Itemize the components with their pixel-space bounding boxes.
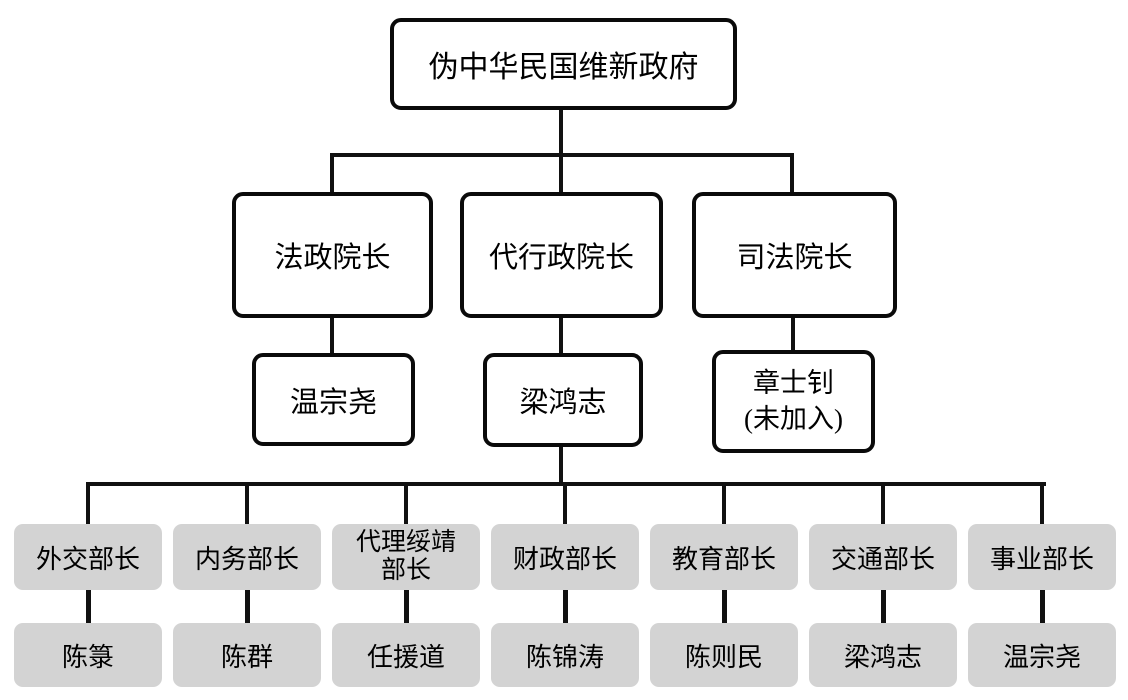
node-label: 法政院长 (274, 242, 391, 274)
node-label: 内务部长 (194, 544, 299, 574)
node-label: 陈群 (220, 642, 273, 672)
node-reformed-government: 伪中华民国维新政府 (390, 18, 737, 110)
node-label: 章士钊 (753, 368, 834, 399)
node-foreign-affairs-minister: 外交部长 (14, 524, 162, 590)
connector-legislative-holder (330, 318, 334, 353)
node-label: 司法院长 (736, 242, 853, 274)
node-education-minister: 教育部长 (650, 524, 798, 590)
connector-minister-3-holder (404, 589, 409, 625)
node-acting-executive-yuan-president: 代行政院长 (460, 192, 663, 318)
node-liang-hongzhi: 梁鸿志 (483, 353, 643, 447)
node-label: 代理绥靖部长 (355, 529, 456, 584)
node-label: 梁鸿志 (843, 642, 922, 672)
node-wen-zongyao: 温宗尧 (252, 353, 415, 446)
node-finance-minister: 财政部长 (491, 524, 639, 590)
node-chen-lu: 陈箓 (14, 623, 162, 687)
connector-executive-down (559, 446, 563, 484)
connector-drop-ministry-4 (563, 482, 567, 526)
node-label: 陈则民 (684, 642, 763, 672)
node-label: 温宗尧 (1002, 642, 1081, 672)
node-chen-jintao: 陈锦涛 (491, 623, 639, 687)
node-acting-pacification-minister: 代理绥靖部长 (332, 524, 480, 590)
connector-executive-holder (559, 318, 563, 353)
node-label: 事业部长 (989, 544, 1094, 574)
connector-minister-2-holder (245, 589, 250, 625)
connector-to-legislative (330, 153, 334, 192)
connector-drop-ministry-1 (86, 482, 90, 526)
node-transport-minister: 交通部长 (809, 524, 957, 590)
node-label: 财政部长 (512, 544, 617, 574)
node-label: 陈锦涛 (525, 642, 604, 672)
node-label: 梁鸿志 (519, 387, 607, 419)
connector-to-judicial (790, 153, 794, 192)
connector-drop-ministry-5 (722, 482, 726, 526)
node-judicial-yuan-president: 司法院长 (692, 192, 897, 318)
node-chen-qun: 陈群 (173, 623, 321, 687)
node-label: 教育部长 (671, 544, 776, 574)
connector-drop-ministry-2 (245, 482, 249, 526)
node-industry-minister: 事业部长 (968, 524, 1116, 590)
node-label: 任援道 (366, 642, 445, 672)
node-note: (未加入) (744, 403, 843, 434)
connector-minister-5-holder (722, 589, 727, 625)
node-label: 代行政院长 (488, 242, 634, 274)
node-label: 陈箓 (61, 642, 114, 672)
connector-root-down (559, 110, 563, 155)
node-legislative-yuan-president: 法政院长 (232, 192, 433, 318)
node-interior-minister: 内务部长 (173, 524, 321, 590)
connector-minister-6-holder (881, 589, 886, 625)
node-label: 外交部长 (35, 544, 140, 574)
node-wen-zongyao-industry: 温宗尧 (968, 623, 1116, 687)
node-ren-yuandao: 任援道 (332, 623, 480, 687)
node-zhang-shizhao: 章士钊 (未加入) (712, 350, 875, 453)
connector-drop-ministry-6 (881, 482, 885, 526)
node-chen-zemin: 陈则民 (650, 623, 798, 687)
node-label: 交通部长 (830, 544, 935, 574)
node-label: 伪中华民国维新政府 (428, 51, 699, 84)
node-liang-hongzhi-transport: 梁鸿志 (809, 623, 957, 687)
connector-drop-ministry-7 (1040, 482, 1044, 526)
node-label: 温宗尧 (289, 386, 377, 419)
connector-to-executive (559, 153, 563, 192)
connector-judicial-holder (791, 318, 795, 350)
connector-minister-1-holder (86, 589, 91, 625)
connector-minister-7-holder (1040, 589, 1045, 625)
connector-minister-4-holder (563, 589, 568, 625)
connector-drop-ministry-3 (404, 482, 408, 526)
